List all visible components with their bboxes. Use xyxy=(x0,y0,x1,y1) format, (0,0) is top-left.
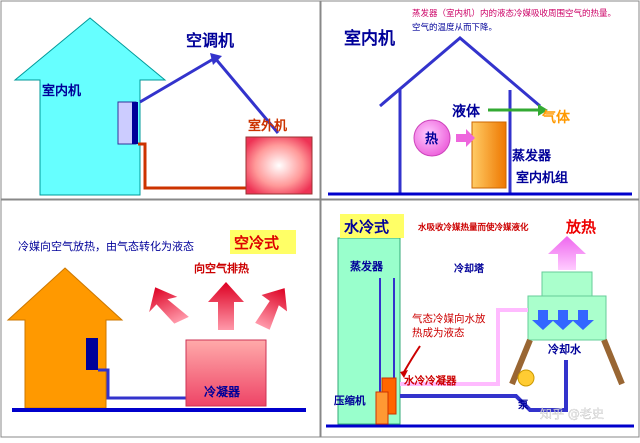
panel-2-title: 室内机 xyxy=(344,28,395,49)
indoor-group-label: 室内机组 xyxy=(516,170,568,186)
panel-2: 蒸发器（室内机）内的液态冷媒吸收周围空气的热量。 空气的温度从而下降。 室内机 … xyxy=(328,8,632,196)
refrigerant-pipe xyxy=(138,142,248,190)
outdoor-unit xyxy=(245,136,313,195)
heat-release-arrow xyxy=(548,236,586,270)
indoor-house xyxy=(13,17,167,196)
panel-4: 水冷式 蒸发器 水吸收冷媒热量而使冷媒液化 放热 冷却塔 冷却水 气态冷媒向水放… xyxy=(326,214,634,428)
pump-icon xyxy=(517,369,535,387)
exhaust-arrow-center xyxy=(208,282,244,330)
connection-arrow xyxy=(210,53,222,65)
panel-1: 空调机 室内机 室外机 xyxy=(13,17,313,196)
indoor-unit-label: 室内机 xyxy=(42,83,81,99)
panel-4-description: 水吸收冷媒热量而使冷媒液化 xyxy=(417,222,529,233)
evaporator-label: 蒸发器 xyxy=(512,148,552,164)
hot-water-pipe xyxy=(400,308,528,386)
spray-arrow-2 xyxy=(552,310,574,330)
air-cooled-label: 空冷式 xyxy=(234,234,279,252)
water-cooled-label: 水冷式 xyxy=(344,218,389,236)
note-arrow xyxy=(403,345,421,373)
cold-water-pipe xyxy=(400,360,568,412)
tower-leg-right xyxy=(601,338,625,386)
tower-leg-left xyxy=(509,338,533,386)
gas-note-line-1: 气态冷媒向水放 xyxy=(412,312,486,325)
condenser xyxy=(185,339,267,407)
cooling-water-label: 冷却水 xyxy=(548,342,582,356)
note-arrowhead xyxy=(400,370,408,378)
wall-unit-3 xyxy=(86,338,98,370)
water-condenser-label: 水冷冷凝器 xyxy=(403,374,457,387)
liquid-gas-arrowhead xyxy=(538,104,548,116)
heat-label: 热 xyxy=(425,131,438,147)
exhaust-arrow-right xyxy=(255,288,288,330)
air-cooled-badge xyxy=(230,230,296,254)
liquid-label: 液体 xyxy=(452,103,481,120)
compressor-label: 压缩机 xyxy=(334,394,366,407)
roof-outline xyxy=(379,36,541,108)
heat-arrow xyxy=(456,129,475,147)
evaporator xyxy=(471,121,507,189)
heat-circle xyxy=(413,119,451,157)
pump-label: 泵 xyxy=(518,399,529,411)
watermark: 知乎 @老史 xyxy=(540,407,604,421)
exhaust-arrow-left xyxy=(149,287,189,324)
spray-arrow-1 xyxy=(532,310,554,330)
wall-unit-side xyxy=(132,102,138,144)
gas-note-line-2: 热成为液态 xyxy=(412,326,465,339)
exhaust-label: 向空气排热 xyxy=(194,261,249,275)
refrigerant-pipe-3 xyxy=(98,368,190,400)
panel-2-caption-2: 空气的温度从而下降。 xyxy=(412,22,497,33)
cooling-tower-label: 冷却塔 xyxy=(454,262,485,275)
panel-1-title: 空调机 xyxy=(186,31,234,50)
water-cooled-badge xyxy=(340,214,404,238)
panel-3-description: 冷媒向空气放热，由气态转化为液态 xyxy=(18,239,194,253)
condenser-label: 冷凝器 xyxy=(204,384,241,399)
evaporator-label-4: 蒸发器 xyxy=(350,259,384,273)
heat-release-label: 放热 xyxy=(565,218,596,236)
gas-label: 气体 xyxy=(541,109,571,126)
panel-2-caption: 蒸发器（室内机）内的液态冷媒吸收周围空气的热量。 xyxy=(412,8,616,19)
panel-3: 冷媒向空气放热，由气态转化为液态 空冷式 向空气排热 冷凝器 xyxy=(6,230,306,412)
compressor xyxy=(375,391,389,425)
tower-top xyxy=(541,271,593,297)
spray-arrow-3 xyxy=(572,310,594,330)
outdoor-unit-label: 室外机 xyxy=(248,118,287,134)
